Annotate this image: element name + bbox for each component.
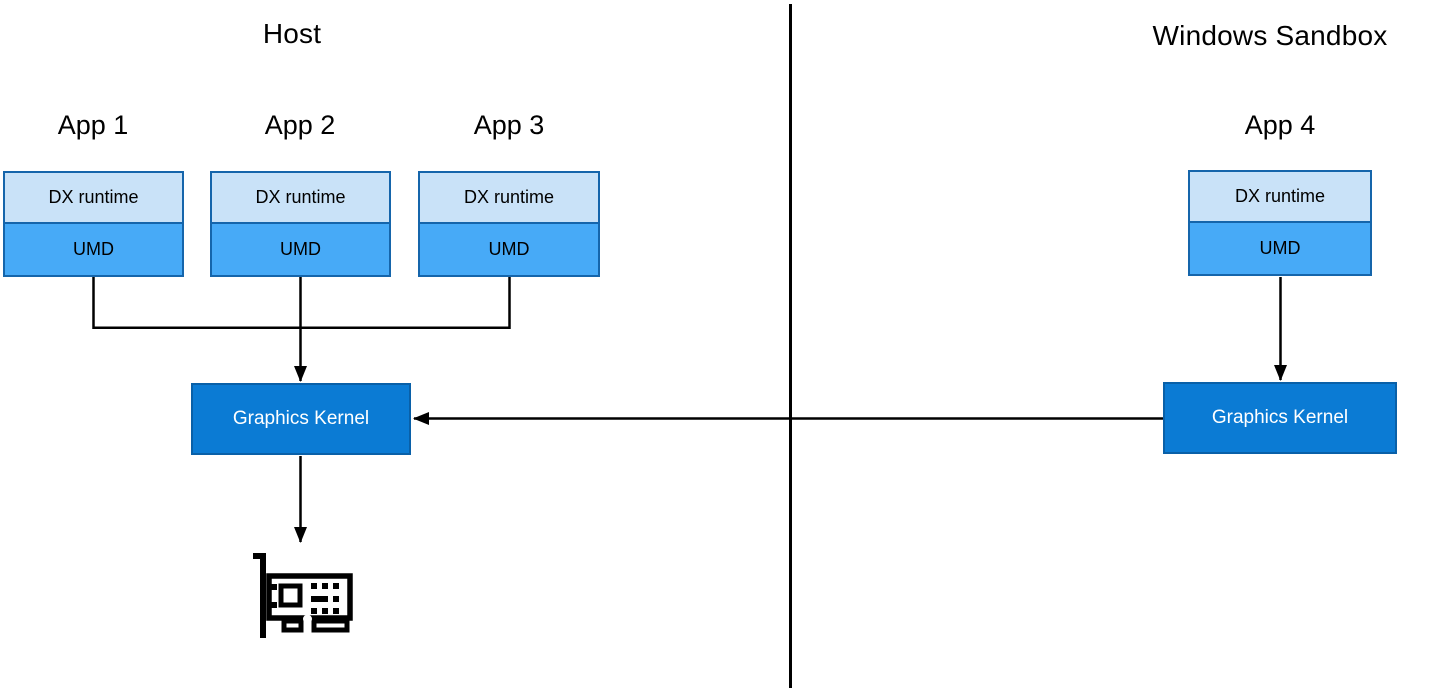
app3-dx-runtime-box: DX runtime (420, 173, 598, 224)
app4-label: App 4 (1244, 110, 1316, 140)
app4-umd-label: UMD (1259, 238, 1301, 258)
app1-umd-label: UMD (73, 239, 114, 259)
app1-umd-box: UMD (5, 224, 182, 275)
app1-stack: DX runtime UMD (3, 171, 184, 277)
app4-stack: DX runtime UMD (1188, 170, 1372, 276)
app3-stack: DX runtime UMD (418, 171, 600, 277)
app4-dx-runtime-label: DX runtime (1234, 186, 1326, 206)
app3-umd-box: UMD (420, 224, 598, 275)
app4-dx-runtime-box: DX runtime (1190, 172, 1370, 223)
app1-dx-runtime-label: DX runtime (48, 187, 139, 207)
app3-umd-label: UMD (488, 239, 530, 259)
app2-stack: DX runtime UMD (210, 171, 391, 277)
app3-dx-runtime-label: DX runtime (463, 187, 555, 207)
app2-dx-runtime-label: DX runtime (255, 187, 346, 207)
host-graphics-kernel-box: Graphics Kernel (191, 383, 411, 455)
sandbox-graphics-kernel-box: Graphics Kernel (1163, 382, 1397, 454)
sandbox-section-title: Windows Sandbox (1152, 20, 1388, 51)
host-section-title: Host (262, 18, 322, 49)
app1-dx-runtime-box: DX runtime (5, 173, 182, 224)
app3-label: App 3 (473, 110, 545, 140)
sandbox-graphics-kernel-label: Graphics Kernel (1211, 407, 1349, 428)
app4-umd-box: UMD (1190, 223, 1370, 274)
host-graphics-kernel-label: Graphics Kernel (232, 408, 370, 429)
app2-umd-box: UMD (212, 224, 389, 275)
app2-umd-label: UMD (280, 239, 321, 259)
app1-label: App 1 (57, 110, 129, 140)
app2-label: App 2 (264, 110, 336, 140)
app2-dx-runtime-box: DX runtime (212, 173, 389, 224)
gpu-card-icon (253, 553, 353, 638)
